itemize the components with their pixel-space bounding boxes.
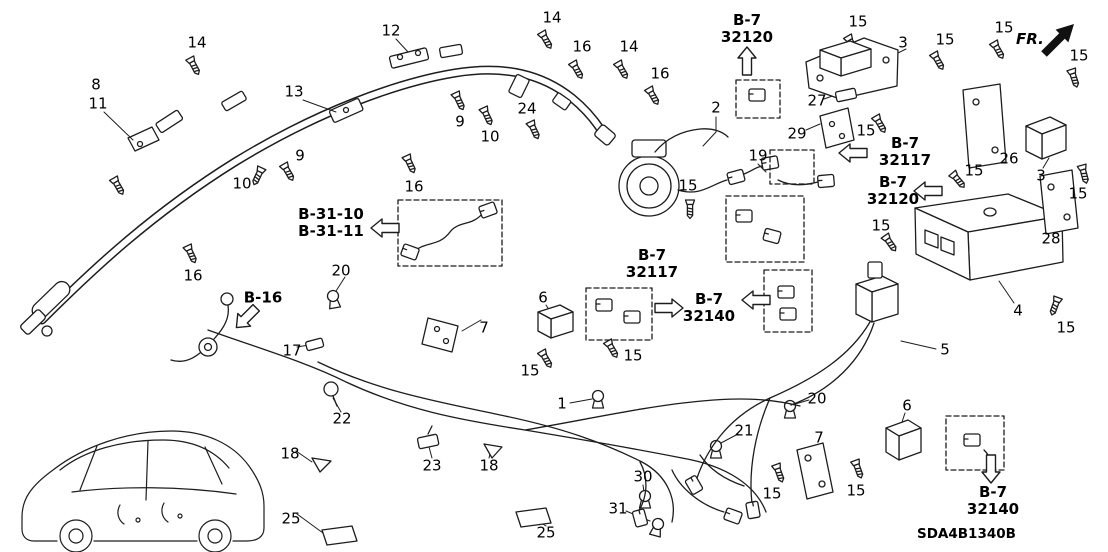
bracket-29 <box>819 87 858 149</box>
bolt-icon <box>478 105 496 128</box>
connector-icon <box>816 173 836 189</box>
bolt-icon <box>612 59 632 82</box>
detail-contents <box>399 88 992 467</box>
srs-bracket-right <box>962 83 1079 235</box>
bolt-icon <box>182 243 200 266</box>
bolt-icon <box>278 161 298 184</box>
connector-icon <box>762 227 782 245</box>
bolt-icon <box>536 348 556 371</box>
bolt-icon <box>1076 163 1092 185</box>
curtain-airbag-rail <box>20 43 616 337</box>
connector-icon <box>777 285 795 299</box>
connector-icon <box>963 433 981 447</box>
bolt-icon <box>108 175 128 198</box>
connector-icon <box>779 307 797 321</box>
harness-clip-icon <box>591 389 605 409</box>
bolt-icon <box>850 458 867 481</box>
harness-clip-icon <box>648 516 666 538</box>
bolt-icon <box>870 113 890 136</box>
small-parts <box>305 337 552 546</box>
srs-bracket-top <box>805 37 899 100</box>
bolt-icon <box>185 55 204 78</box>
bolt-icon <box>567 59 587 82</box>
connector-6b <box>885 419 922 461</box>
bolt-icon <box>249 165 267 188</box>
connector-icon <box>477 200 499 220</box>
bolt-icon <box>525 119 543 142</box>
detail-boxes <box>397 79 1005 471</box>
car-outline <box>21 430 265 552</box>
connector-icon <box>745 500 761 520</box>
bolt-icon <box>602 338 622 361</box>
connector-icon <box>631 508 649 528</box>
clock-spring <box>618 128 780 217</box>
bolt-icon <box>684 199 696 220</box>
bolt-icon <box>988 39 1008 62</box>
connector-icon <box>399 242 421 262</box>
harness-clip-icon <box>325 288 342 310</box>
reference-arrow-icon <box>370 218 400 238</box>
connector-icon <box>722 506 744 526</box>
bolt-icon <box>450 90 468 113</box>
bolt-icon <box>536 29 556 52</box>
bolt-icon <box>948 169 969 191</box>
leader-lines <box>103 38 1057 534</box>
bolt-icon <box>771 462 788 485</box>
reference-arrow-icon <box>654 298 684 318</box>
harness-assembly-5 <box>684 261 899 520</box>
bolt-icon <box>928 50 948 73</box>
bolt-icon <box>880 232 900 255</box>
fr-direction-arrow-icon <box>1041 24 1074 57</box>
connector-icon <box>595 298 613 312</box>
floor-harness <box>170 292 801 528</box>
reference-arrow-icon <box>229 300 264 335</box>
reference-arrow-icon <box>981 454 1001 484</box>
harness-clip-icon <box>709 439 723 459</box>
bolt-icon <box>1046 295 1063 318</box>
reference-arrow-icon <box>741 290 771 310</box>
connector-icon <box>748 88 766 102</box>
connector-6a <box>537 304 574 339</box>
connector-icon <box>735 209 753 223</box>
reference-arrow-icon <box>838 143 868 163</box>
connector-icon <box>726 168 746 186</box>
bolt-icon <box>1066 67 1082 90</box>
srs-unit <box>914 193 1064 281</box>
bracket-7a <box>421 317 459 353</box>
bracket-7b <box>796 442 834 500</box>
reference-arrow-icon <box>737 46 757 76</box>
bolt-icon <box>643 85 663 108</box>
connector-icon <box>623 310 641 324</box>
reference-arrow-icon <box>913 181 943 201</box>
bolt-icon <box>401 153 419 176</box>
